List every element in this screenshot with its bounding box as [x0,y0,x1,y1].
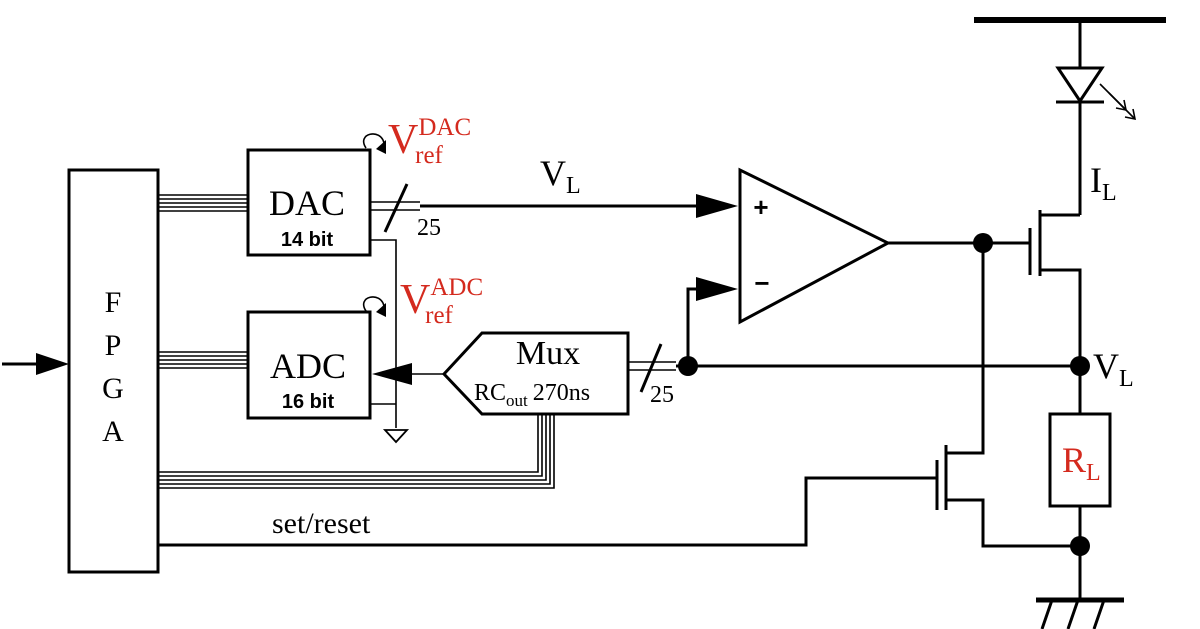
dac-block: DAC 14 bit [246,148,372,257]
opamp: + − [738,167,892,325]
il-label: IL [1090,160,1117,206]
opamp-feedback [686,277,738,366]
load-resistor: RL [1048,412,1112,508]
fpga-letter-f: F [105,286,122,319]
bus-fpga-dac [158,194,248,212]
adc-box [246,310,372,420]
mux-to-adc [372,363,444,385]
bus-fpga-adc [158,351,248,369]
opamp-plus: + [753,192,768,222]
mux-input-bus: 25 [628,343,676,408]
reset-mosfet [935,243,1080,548]
mux-bus-width: 25 [650,382,674,408]
main-mosfet [1028,210,1082,366]
ground-hatch [1036,597,1124,629]
adc-ref-arrow [362,296,386,317]
junction-dot [678,356,698,376]
vl-top-label: VL [540,153,581,199]
dac-bits: 14 bit [281,229,334,251]
mux-label: Mux [516,335,580,372]
mux-box [441,331,630,416]
rl-label: RL [1062,440,1101,486]
set-reset-label: set/reset [272,507,371,540]
adc-block: ADC 16 bit [246,310,372,420]
dac-ref-arrow [362,133,386,154]
fpga-block: F P G A [67,168,160,574]
dac-box [246,148,372,257]
dac-output: 25 [370,183,738,241]
adc-bits: 16 bit [282,391,335,413]
bus-fpga-mux [158,414,555,489]
dac-bus-width: 25 [417,215,441,241]
vl-right-label: VL [1093,346,1134,392]
fpga-letter-p: P [105,329,122,362]
led [1055,66,1137,121]
fpga-input-arrow [2,353,69,375]
set-reset-wire [158,476,937,547]
fpga-letter-g: G [102,372,124,405]
dac-label: DAC [269,183,345,223]
fpga-letter-a: A [102,415,124,448]
opamp-body [738,167,892,325]
ground-symbol [382,429,410,444]
adc-label: ADC [270,346,346,386]
fpga-box [67,168,160,574]
ref-ground-wire [370,239,410,444]
opamp-minus: − [754,268,769,298]
